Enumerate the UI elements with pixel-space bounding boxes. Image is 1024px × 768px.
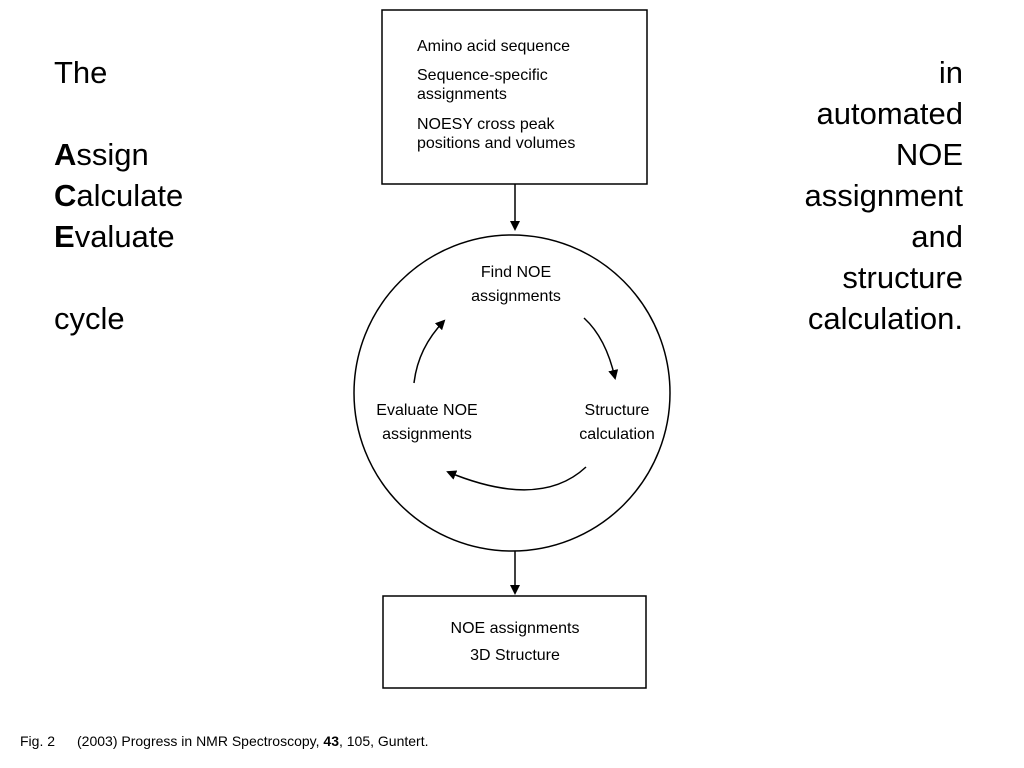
output-box-frame	[382, 595, 647, 689]
left-line-the: The	[54, 55, 108, 90]
left-line-calculate: Calculate	[54, 175, 183, 216]
caption-citation-end: , 105, Guntert.	[338, 733, 429, 749]
cycle-calculation: calculation	[579, 426, 655, 443]
cycle-evaluate-noe: Evaluate NOE	[376, 402, 477, 419]
left-line-cycle: cycle	[54, 301, 125, 336]
caption-citation: (2003) Progress in NMR Spectroscopy,	[77, 733, 324, 749]
output-box: NOE assignments 3D Structure	[382, 595, 647, 689]
right-line-calculation: calculation.	[807, 301, 963, 336]
input-noesy-cross-peak: NOESY cross peak	[417, 116, 556, 133]
cycle-find-noe: Find NOE	[481, 264, 551, 281]
left-text-block: The Assign Calculate Evaluate cycle	[54, 52, 183, 339]
right-line-in: in	[938, 55, 963, 90]
output-3d-structure: 3D Structure	[470, 647, 560, 664]
evaluate-letter: E	[54, 219, 75, 254]
arrow-structure-to-evaluate	[446, 466, 587, 491]
right-line-assignment: assignment	[804, 178, 963, 213]
caption-fig-label: Fig. 2	[20, 733, 56, 749]
input-amino-acid-sequence: Amino acid sequence	[417, 38, 570, 55]
cycle: Find NOE assignments Structure calculati…	[353, 234, 671, 552]
input-assignments: assignments	[417, 86, 507, 103]
input-sequence-specific: Sequence-specific	[417, 67, 548, 84]
input-box-frame	[381, 9, 648, 185]
right-line-and: and	[911, 219, 963, 254]
cycle-circle	[353, 234, 671, 552]
calculate-letter: C	[54, 178, 77, 213]
cycle-find-assignments: assignments	[471, 288, 561, 305]
input-positions-volumes: positions and volumes	[417, 135, 575, 152]
right-line-automated: automated	[816, 96, 964, 131]
arrow-evaluate-to-find	[413, 319, 446, 384]
arrow-find-to-structure	[583, 317, 619, 380]
assign-rest: ssign	[76, 137, 149, 172]
input-box: Amino acid sequence Sequence-specific as…	[381, 9, 648, 185]
left-line-evaluate: Evaluate	[54, 216, 183, 257]
cycle-evaluate-assignments: assignments	[382, 426, 472, 443]
caption-volume: 43	[323, 733, 339, 749]
right-line-noe: NOE	[895, 137, 963, 172]
right-text-block: in automated NOE assignment and structur…	[804, 52, 963, 339]
assign-letter: A	[54, 137, 77, 172]
calculate-rest: alculate	[76, 178, 184, 213]
output-noe-assignments: NOE assignments	[451, 620, 580, 637]
evaluate-rest: valuate	[74, 219, 175, 254]
left-line-assign: Assign	[54, 134, 183, 175]
figure-caption: Fig. 2 (2003) Progress in NMR Spectroscop…	[20, 733, 428, 749]
cycle-structure: Structure	[585, 402, 650, 419]
right-line-structure: structure	[842, 260, 963, 295]
